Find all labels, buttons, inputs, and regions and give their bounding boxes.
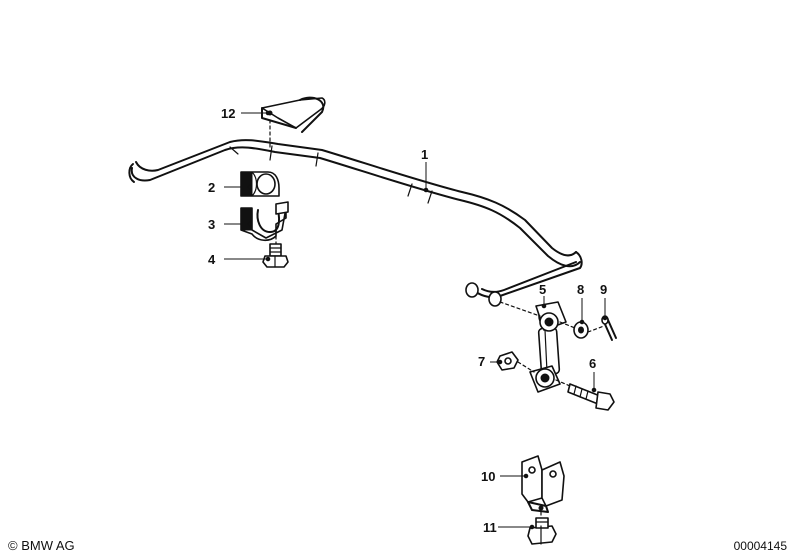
hex-nut-lower: [527, 517, 557, 545]
hex-bolt-upper: [262, 243, 289, 268]
callout-9: 9: [600, 282, 608, 321]
callout-7: 7: [478, 354, 503, 369]
stabilizer-link-part: [499, 301, 581, 393]
callout-number: 2: [208, 180, 215, 195]
callout-12: 12: [221, 106, 271, 121]
lower-bracket-part: [521, 455, 565, 525]
callout-number: 7: [478, 354, 485, 369]
callout-number: 4: [208, 252, 216, 267]
callout-2: 2: [208, 180, 253, 195]
callout-number: 11: [483, 520, 497, 535]
washer-part: [573, 321, 589, 339]
callout-number: 12: [221, 106, 235, 121]
callout-3: 3: [208, 217, 253, 232]
callout-number: 6: [589, 356, 596, 371]
copyright-label: © BMW AG: [8, 538, 75, 553]
callout-11: 11: [483, 520, 535, 535]
callout-number: 9: [600, 282, 607, 297]
callout-1: 1: [421, 147, 429, 193]
hex-bolt-lower: [555, 379, 615, 411]
callout-number: 5: [539, 282, 546, 297]
callout-5: 5: [539, 282, 547, 309]
callout-10: 10: [481, 469, 529, 484]
cotter-pin-part: [587, 315, 617, 341]
rubber-mounting-part: [240, 171, 280, 197]
document-number: 00004145: [733, 539, 787, 553]
callout-number: 1: [421, 147, 428, 162]
callout-8: 8: [577, 282, 585, 325]
stabilizer-bar: [128, 139, 583, 307]
callout-number: 10: [481, 469, 495, 484]
callout-number: 3: [208, 217, 215, 232]
callout-number: 8: [577, 282, 584, 297]
callout-6: 6: [589, 356, 597, 393]
hex-nut-link: [496, 351, 535, 373]
callout-4: 4: [208, 252, 271, 267]
clip-part: [261, 96, 326, 151]
